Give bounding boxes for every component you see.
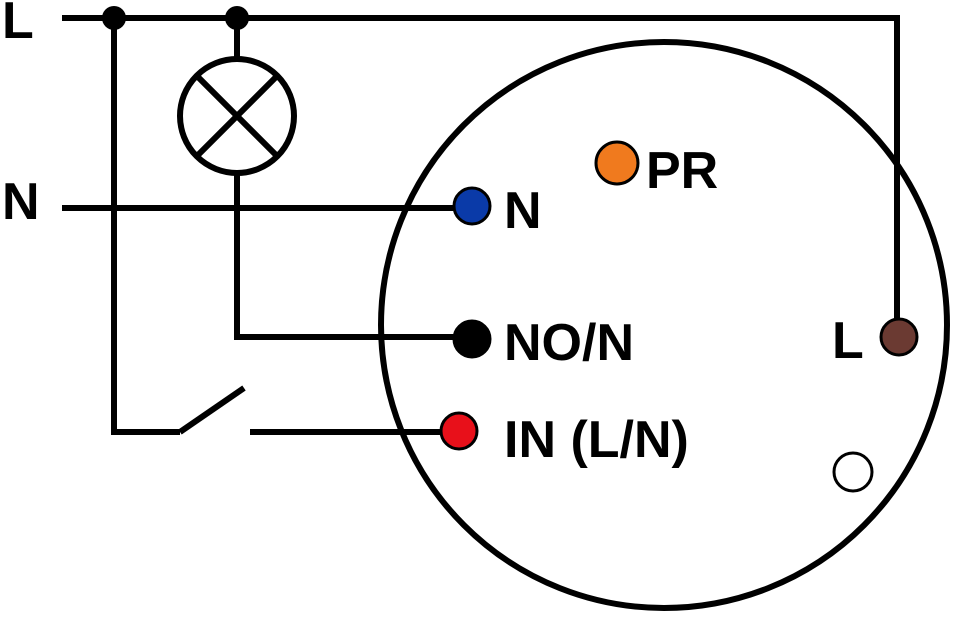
terminal-no-n-label: NO/N <box>504 314 634 372</box>
terminal-in <box>439 411 479 451</box>
terminal-n <box>452 186 492 226</box>
terminal-unused <box>832 451 874 493</box>
terminal-in-label: IN (L/N) <box>504 411 689 469</box>
junction-dot-switch-feed <box>102 6 126 30</box>
lamp-to-no-n-wire <box>234 172 468 340</box>
junction-dot-lamp-feed <box>225 6 249 30</box>
switch-feed-wire <box>111 18 180 435</box>
lamp-icon <box>177 56 297 176</box>
terminal-n-label: N <box>504 182 542 240</box>
terminal-no-n <box>452 319 492 359</box>
terminal-l-label: L <box>832 312 864 370</box>
terminal-l <box>879 317 919 357</box>
live-supply-wire <box>62 15 900 332</box>
terminal-pr-label: PR <box>646 142 718 200</box>
device-body <box>378 39 950 611</box>
switch-lever <box>178 385 246 435</box>
supply-neutral-label: N <box>2 173 40 231</box>
supply-live-label: L <box>2 0 34 50</box>
terminal-pr <box>594 140 640 186</box>
